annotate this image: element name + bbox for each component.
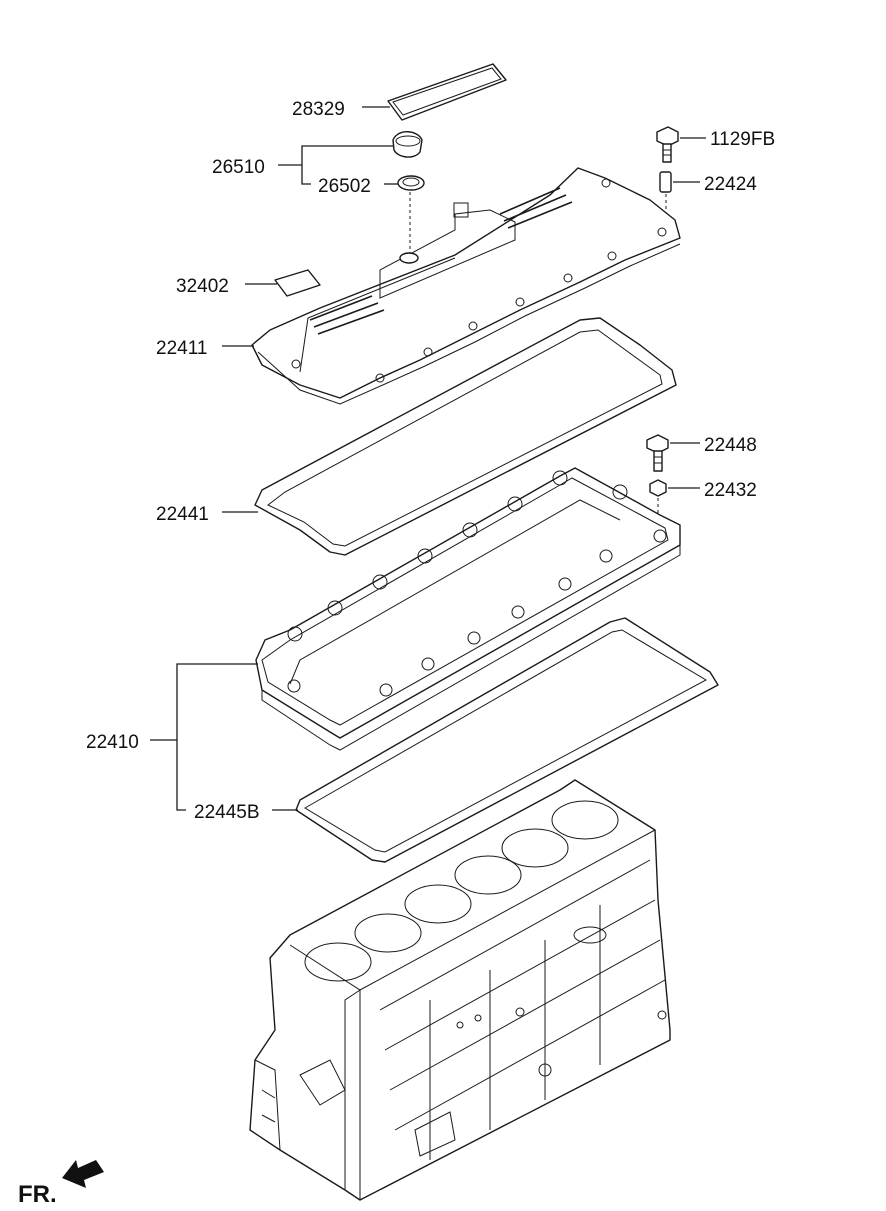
label-22410: 22410 (86, 732, 139, 753)
label-22432: 22432 (704, 480, 757, 501)
engine-block (249, 779, 671, 1201)
label-22411: 22411 (156, 338, 207, 359)
label-1129FB: 1129FB (710, 129, 775, 150)
label-26502: 26502 (318, 176, 371, 197)
label-22445B: 22445B (194, 802, 260, 823)
part-28329-plate (387, 63, 507, 121)
part-26510-oil-cap (392, 131, 423, 158)
part-22411-head-cover (251, 167, 681, 405)
part-22441-gasket (254, 317, 677, 556)
part-32402-label (274, 269, 321, 297)
front-direction-arrow-icon (62, 1160, 104, 1188)
part-1129FB-bolt (656, 126, 679, 163)
label-22441: 22441 (156, 504, 209, 525)
label-26510: 26510 (212, 157, 265, 178)
label-22448: 22448 (704, 435, 757, 456)
direction-label: FR. (18, 1181, 57, 1208)
label-22424: 22424 (704, 174, 757, 195)
part-26502-seal (397, 175, 425, 254)
part-22445B-gasket (295, 617, 719, 863)
part-22410-cylinder-head (255, 467, 681, 751)
label-28329: 28329 (292, 99, 345, 120)
label-32402: 32402 (176, 276, 229, 297)
front-direction-indicator: FR. (18, 1160, 104, 1208)
leader-lines (150, 106, 706, 811)
part-22448-bolt (646, 434, 669, 472)
